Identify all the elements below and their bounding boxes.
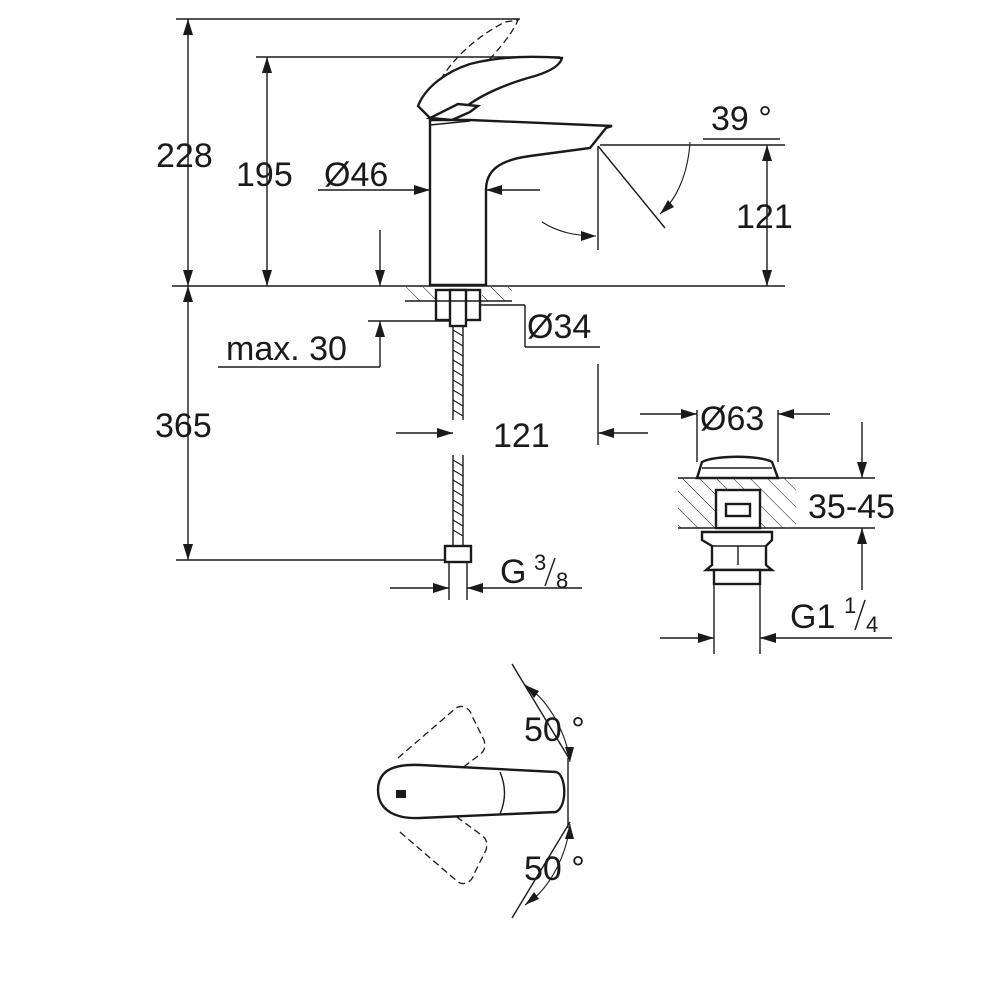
dimension-lines — [172, 18, 785, 593]
label-max30: max. 30 — [226, 330, 347, 368]
deck-section-left — [405, 287, 435, 301]
label-39deg: 39 ° — [711, 100, 772, 138]
label-g114-den: 4 — [866, 612, 878, 637]
lever-rotated-down — [399, 789, 488, 885]
label-35-45: 35-45 — [808, 488, 895, 526]
label-g38-den: 8 — [556, 568, 568, 593]
shank — [448, 288, 468, 328]
spout-base-line — [429, 120, 471, 126]
label-121-reach: 121 — [493, 417, 550, 455]
supply-hose — [443, 326, 473, 600]
label-d46: Ø46 — [324, 156, 388, 194]
lever-top — [376, 763, 566, 820]
lever-top-view — [376, 663, 574, 919]
label-365: 365 — [155, 407, 212, 445]
label-50deg-top: 50 ° — [524, 711, 585, 749]
label-d63: Ø63 — [700, 400, 764, 438]
label-g114-num: 1 — [844, 593, 856, 618]
waste-body — [714, 488, 762, 530]
label-g38: G — [500, 553, 526, 591]
label-121-height: 121 — [736, 198, 793, 236]
waste-valve — [678, 455, 796, 654]
label-g38-num: 3 — [534, 550, 546, 575]
waste-dimension-lines — [640, 409, 892, 643]
label-228: 228 — [156, 137, 213, 175]
label-d34: Ø34 — [527, 308, 591, 346]
dimension-labels: 228 195 Ø46 39 ° 121 Ø34 max. 30 365 121… — [155, 100, 895, 888]
hose-fitting — [443, 544, 473, 564]
deck-section-right — [482, 287, 512, 301]
label-195: 195 — [236, 156, 293, 194]
label-g38-slash — [544, 557, 556, 587]
waste-nut — [700, 530, 776, 572]
label-50deg-bottom: 50 ° — [524, 850, 585, 888]
label-g114-slash — [854, 599, 866, 631]
lever-rotated-up — [397, 705, 486, 801]
label-g114: G1 — [790, 598, 835, 636]
faucet-body — [428, 118, 613, 287]
lever-indicator — [396, 790, 406, 798]
